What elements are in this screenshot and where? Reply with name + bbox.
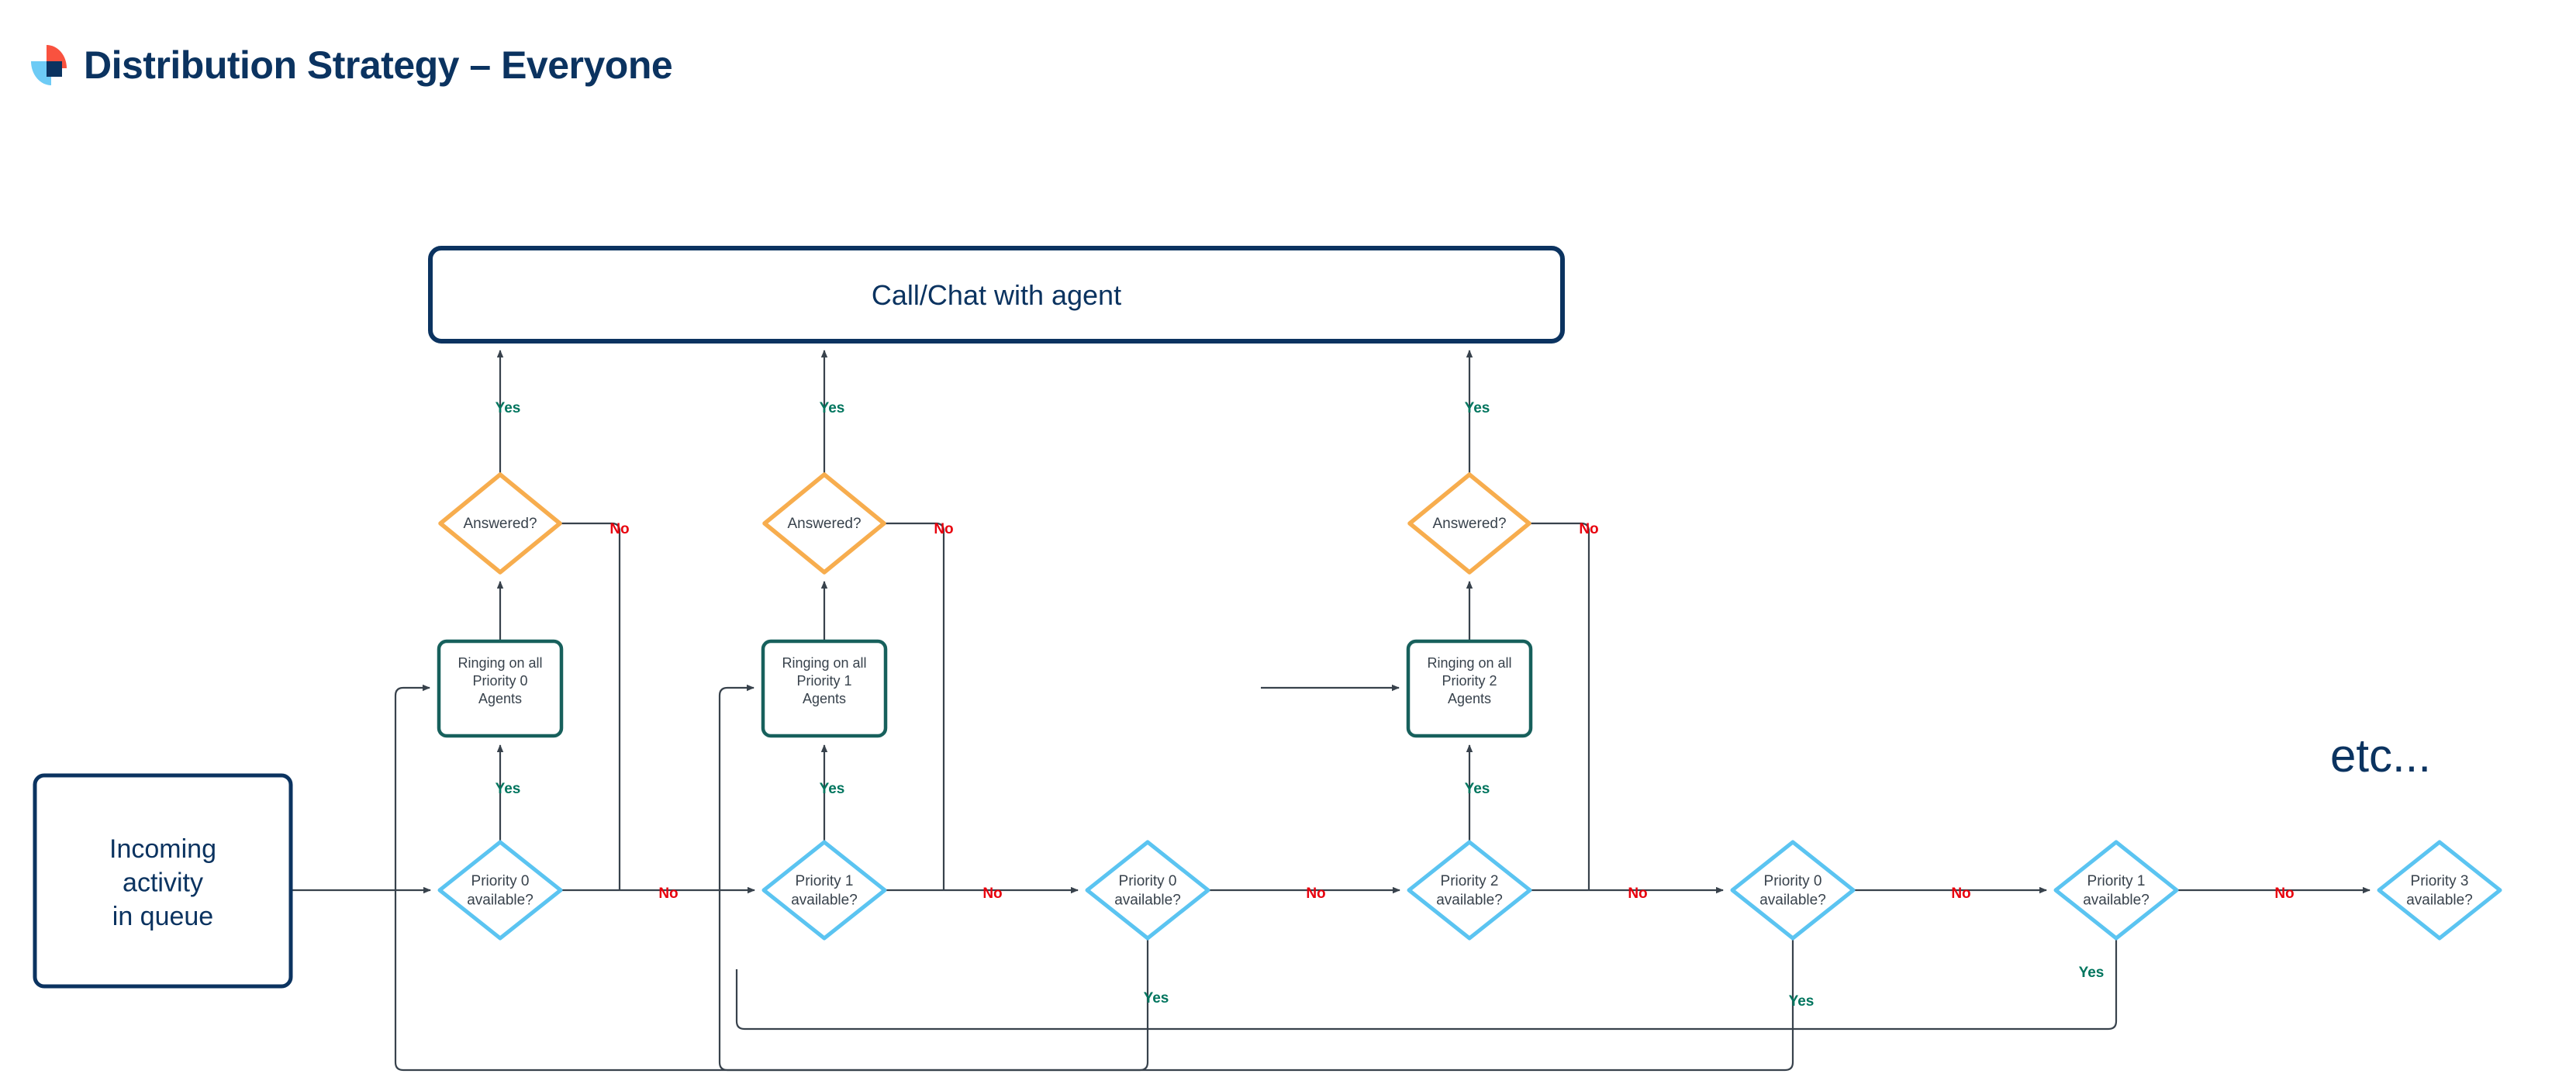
edge-label-yes-answered-2: Yes bbox=[1465, 400, 1490, 416]
edge-label-no-avail-1b: No bbox=[2274, 886, 2294, 902]
edge-label-no-avail-2a: No bbox=[1628, 886, 1647, 902]
call-chat-with-agent-node[interactable]: Call/Chat with agent bbox=[428, 246, 1565, 344]
page-title: Distribution Strategy – Everyone bbox=[84, 43, 673, 87]
edge-label-yes-answered-0: Yes bbox=[496, 400, 521, 416]
answered-diamond-answered-0[interactable]: Answered? bbox=[438, 472, 562, 575]
answered-label-answered-0: Answered? bbox=[463, 516, 537, 532]
edge-label-yes-avail-1b: Yes bbox=[2079, 965, 2105, 981]
edge-label-no-answered-1: No bbox=[934, 521, 953, 537]
edge-label-no-avail-0b: No bbox=[1306, 886, 1325, 902]
edge-label-no-avail-1a: No bbox=[982, 886, 1002, 902]
call-chat-with-agent-label: Call/Chat with agent bbox=[872, 279, 1121, 311]
edge-label-no-answered-2: No bbox=[1579, 521, 1598, 537]
edge-label-yes-avail-2a: Yes bbox=[1465, 781, 1490, 797]
edge-label-yes-avail-1a: Yes bbox=[820, 781, 845, 797]
edge-label-yes-avail-0c: Yes bbox=[1789, 993, 1815, 1010]
edge-label-yes-avail-0b: Yes bbox=[1144, 990, 1169, 1006]
answered-label-answered-1: Answered? bbox=[787, 516, 861, 532]
app-logo-icon bbox=[31, 45, 67, 85]
page-header: Distribution Strategy – Everyone bbox=[31, 43, 673, 88]
etc-label: etc... bbox=[2329, 730, 2432, 782]
answered-diamond-answered-1[interactable]: Answered? bbox=[762, 472, 886, 575]
logo-navy-square bbox=[47, 61, 62, 77]
edge-label-no-avail-0c: No bbox=[1951, 886, 1970, 902]
edge-label-yes-avail-0a: Yes bbox=[496, 781, 521, 797]
edge-label-yes-answered-1: Yes bbox=[820, 400, 845, 416]
edge-label-no-answered-0: No bbox=[609, 521, 629, 537]
answered-diamond-answered-2[interactable]: Answered? bbox=[1407, 472, 1531, 575]
edge-label-no-avail-0a: No bbox=[658, 886, 678, 902]
answered-label-answered-2: Answered? bbox=[1432, 516, 1506, 532]
